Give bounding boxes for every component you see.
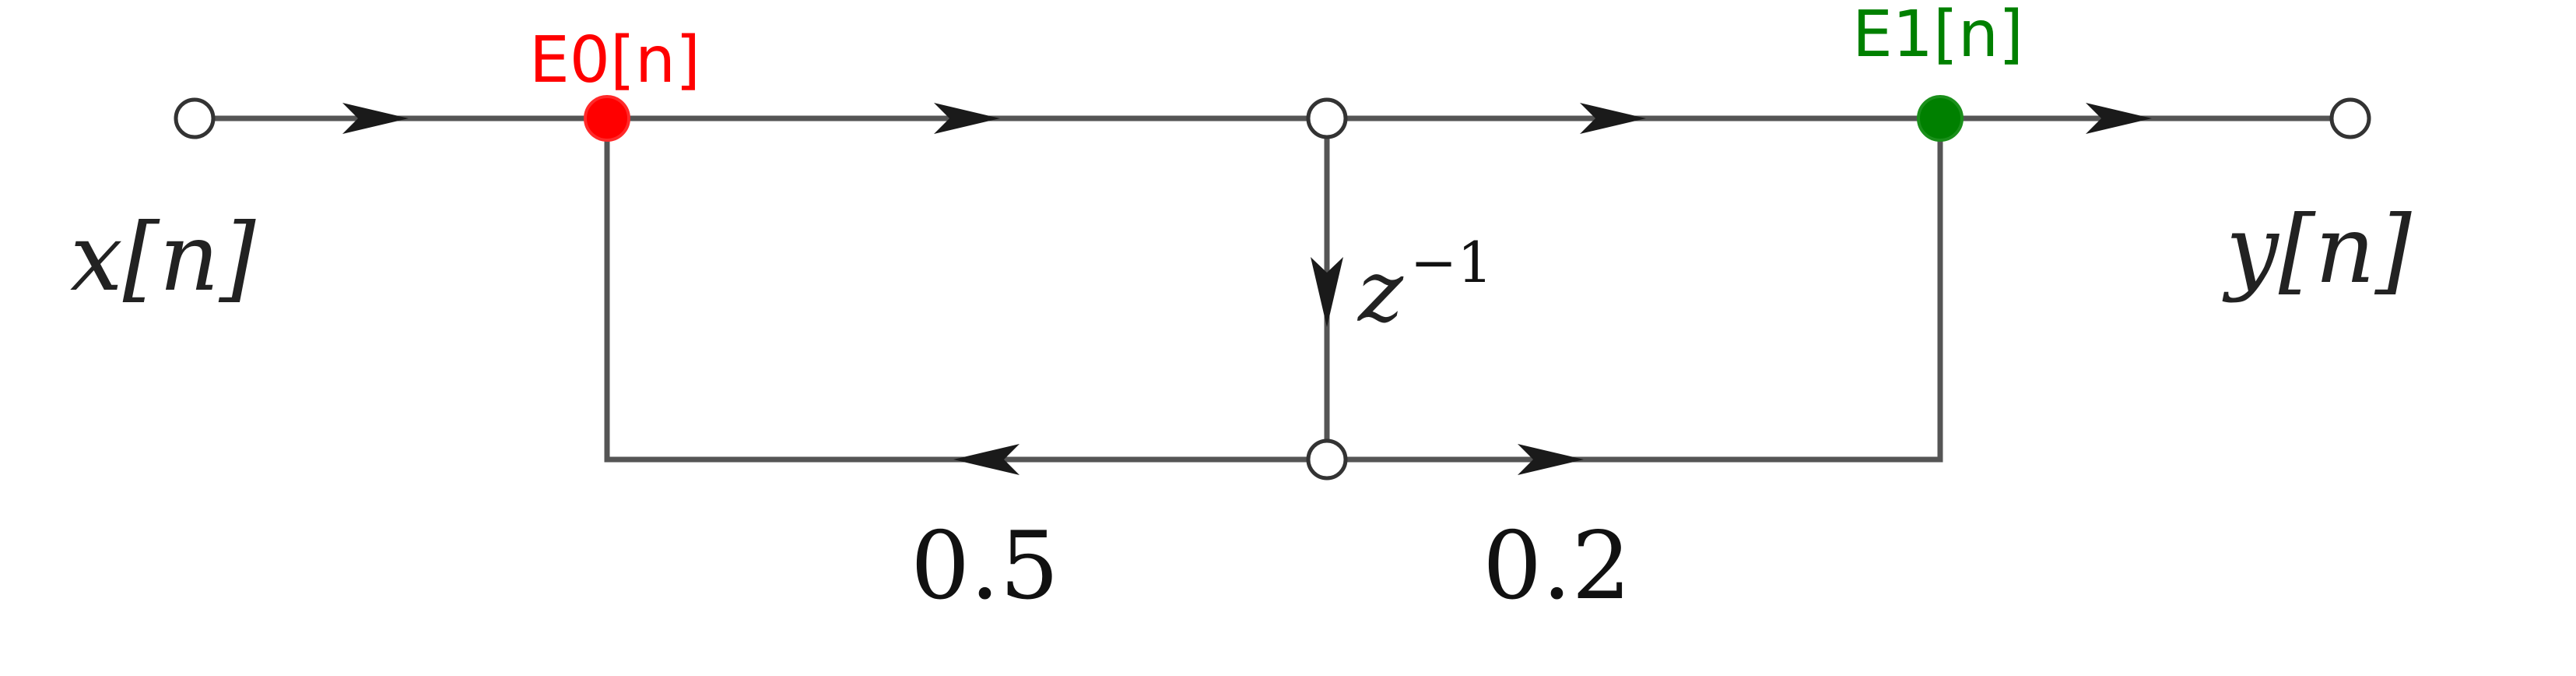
- label-input: x[n]: [70, 204, 256, 312]
- node-e0: [584, 95, 630, 142]
- arrow-input-branch: [342, 103, 409, 134]
- arrow-delay-node-branch: [1580, 103, 1646, 134]
- node-output: [2329, 97, 2371, 139]
- label-delay-exponent: −1: [1410, 230, 1493, 295]
- arrow-delay-down: [1311, 257, 1343, 327]
- arrow-e0-branch: [934, 103, 1000, 134]
- arrow-coef-0-2-right: [1518, 444, 1584, 475]
- arrow-coef-0-5-left: [953, 444, 1020, 475]
- node-delay-bottom: [1306, 438, 1348, 481]
- arrow-output-branch: [2086, 103, 2152, 134]
- label-coef-0-2: 0.2: [1483, 512, 1631, 621]
- label-coef-0-5: 0.5: [911, 512, 1059, 621]
- node-delay-top: [1306, 97, 1348, 139]
- node-input: [174, 97, 216, 139]
- label-output: y[n]: [2222, 196, 2412, 305]
- label-delay: z: [1356, 241, 1404, 341]
- label-e0: E0[n]: [529, 23, 700, 97]
- node-e1: [1917, 95, 1964, 142]
- label-e1: E1[n]: [1852, 0, 2023, 72]
